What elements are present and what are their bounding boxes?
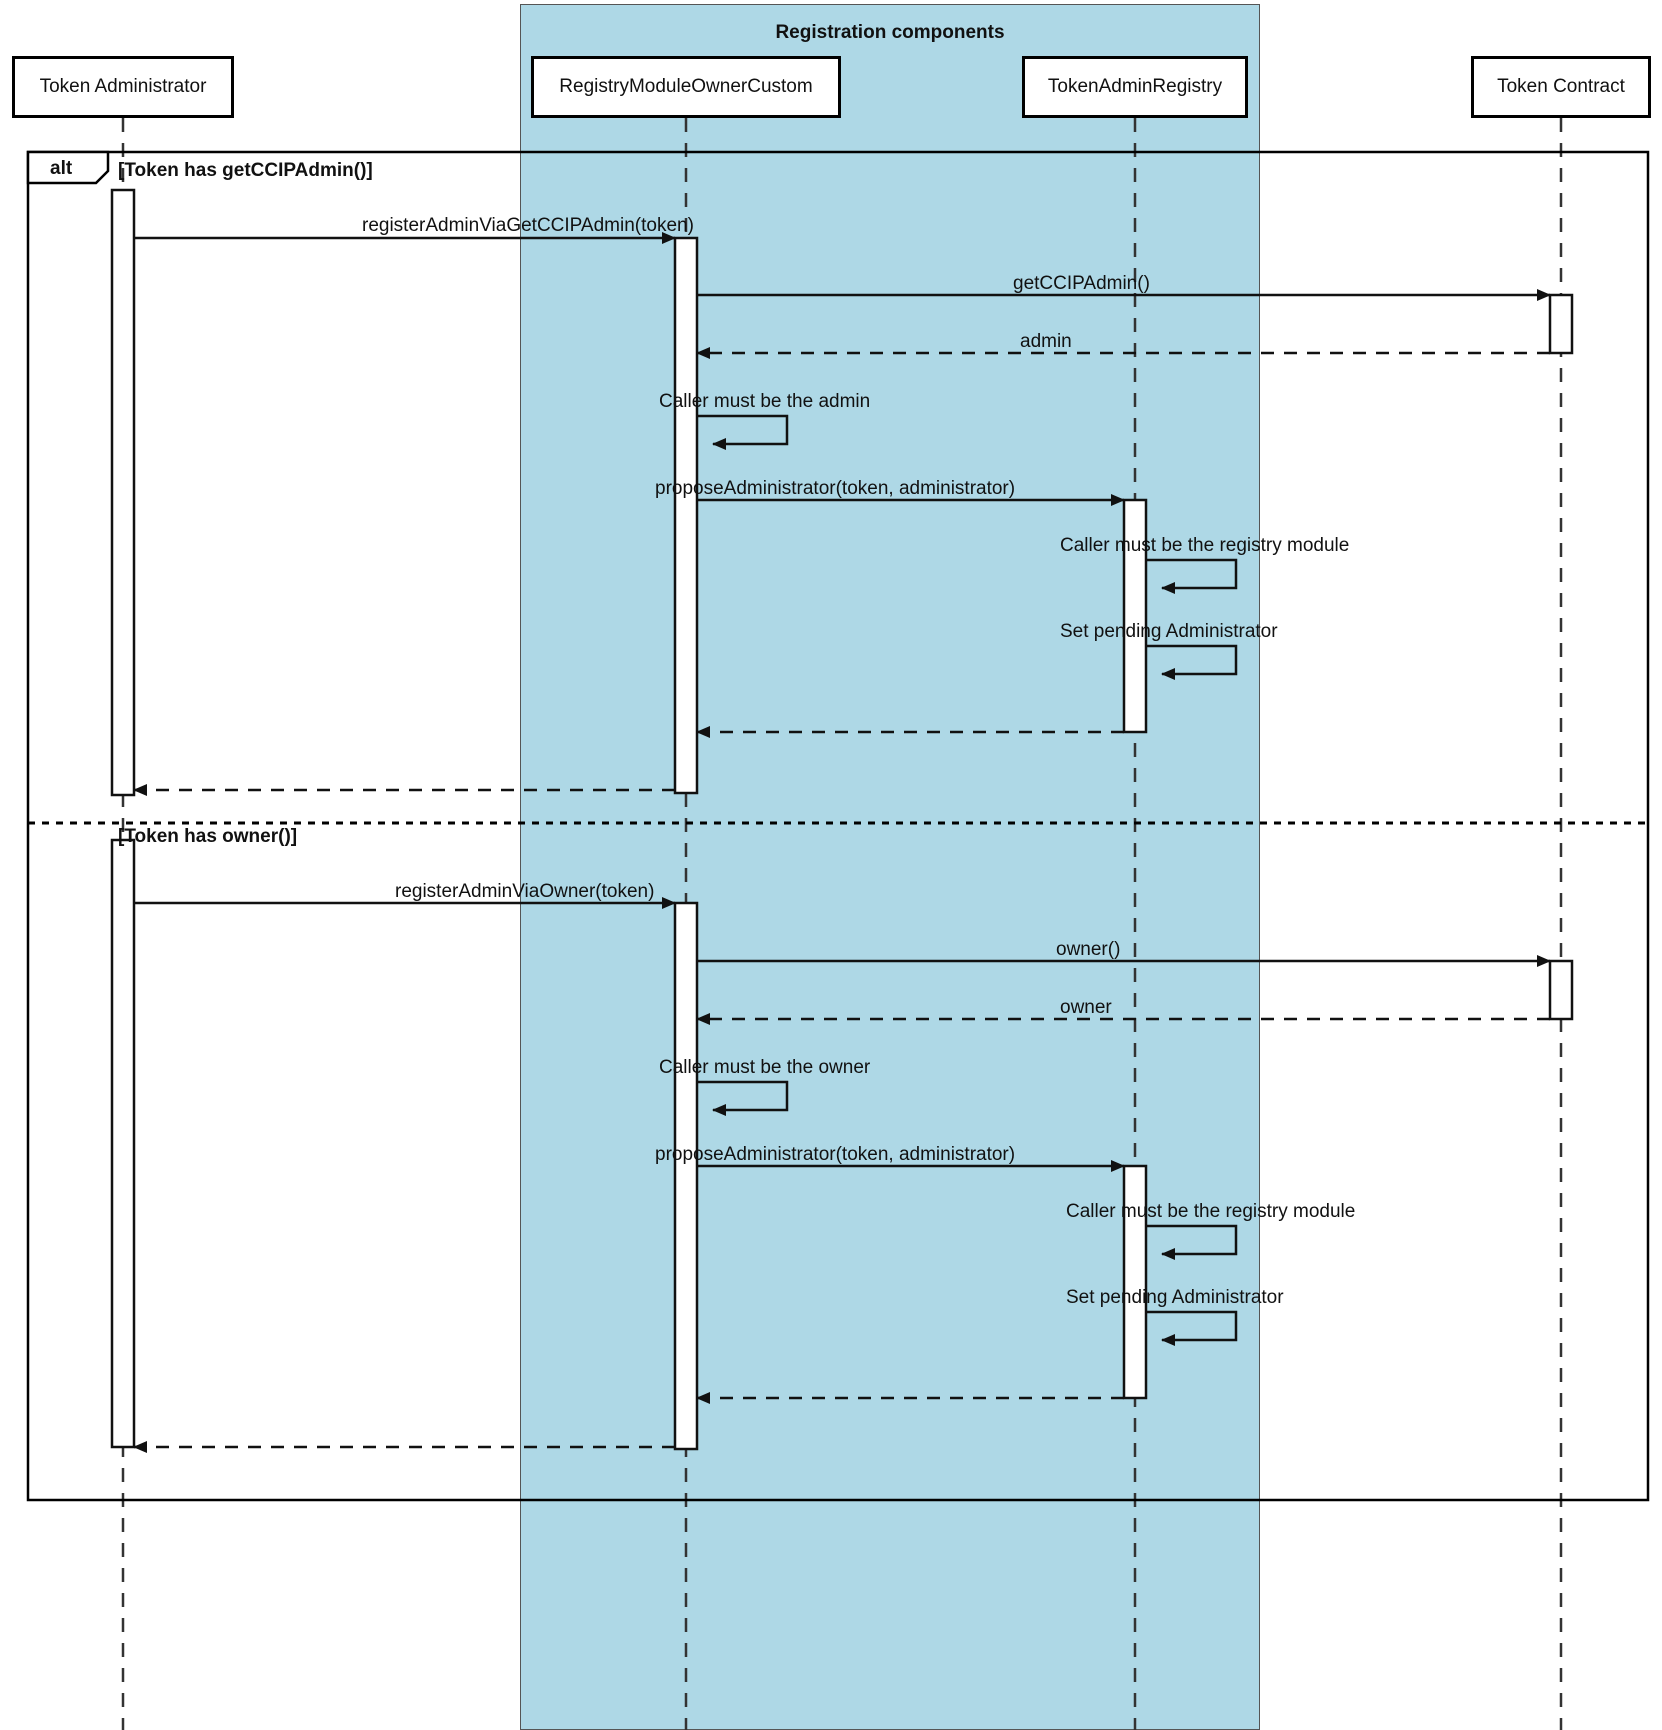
message-label-16: Set pending Administrator [1066,1287,1284,1308]
participant-admin[interactable]: Token Administrator [12,56,234,118]
message-label-12: owner [1060,997,1112,1018]
self-message-7 [1146,644,1238,680]
message-label-2: getCCIPAdmin() [1013,273,1150,294]
participant-label: Token Contract [1497,76,1625,97]
group-title: Registration components [775,22,1005,43]
message-label-4: Caller must be the admin [659,391,871,412]
alt-fragment-frame [26,150,1650,1502]
message-label-6: Caller must be the registry module [1060,535,1350,556]
activation-bar-admin [110,838,136,1449]
alt-guard-label-1: [Token has owner()] [118,826,298,847]
self-message-4 [697,414,789,450]
participant-label: TokenAdminRegistry [1047,76,1223,97]
group-registration-components [520,4,1260,1730]
message-label-11: owner() [1056,939,1121,960]
message-label-14: proposeAdministrator(token, administrato… [655,1144,1016,1165]
alt-guard-label-0: [Token has getCCIPAdmin()] [118,160,373,181]
message-label-15: Caller must be the registry module [1066,1201,1356,1222]
activation-bar-module [673,901,699,1451]
alt-operator-label: alt [50,158,73,179]
activation-bar-token [1548,959,1574,1021]
self-message-13 [697,1080,789,1116]
activation-bar-registry [1122,498,1148,734]
alt-operator-tab [26,150,110,185]
activation-bar-admin [110,188,136,797]
message-label-5: proposeAdministrator(token, administrato… [655,478,1016,499]
activation-bar-registry [1122,1164,1148,1400]
message-label-13: Caller must be the owner [659,1057,871,1078]
message-label-7: Set pending Administrator [1060,621,1278,642]
participant-module[interactable]: RegistryModuleOwnerCustom [531,56,841,118]
message-label-3: admin [1020,331,1072,352]
activation-bar-token [1548,293,1574,355]
self-message-16 [1146,1310,1238,1346]
self-message-6 [1146,558,1238,594]
self-message-15 [1146,1224,1238,1260]
message-label-10: registerAdminViaOwner(token) [395,881,655,902]
participant-registry[interactable]: TokenAdminRegistry [1022,56,1248,118]
participant-label: Token Administrator [39,76,207,97]
participant-token[interactable]: Token Contract [1471,56,1651,118]
message-label-1: registerAdminViaGetCCIPAdmin(token) [362,215,694,236]
participant-label: RegistryModuleOwnerCustom [559,76,813,97]
activation-bar-module [673,236,699,795]
